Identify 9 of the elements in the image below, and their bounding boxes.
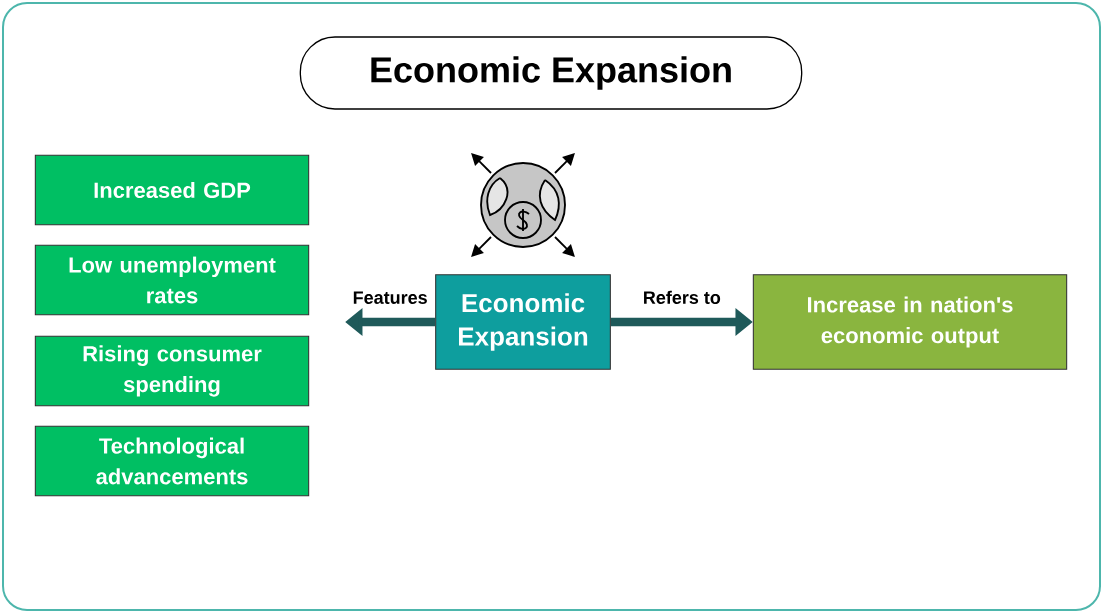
feature-box: Low unemployment rates <box>34 244 310 316</box>
title-pill: Economic Expansion <box>299 36 803 110</box>
edge-label: Features <box>353 291 427 304</box>
definition-box: Increase in nation's economic output <box>752 274 1068 370</box>
feature-box: Rising consumer spending <box>34 335 310 407</box>
topic-box: Economic Expansion <box>435 274 611 370</box>
feature-box: Technological advancements <box>34 425 310 497</box>
edge-label: Refers to <box>644 290 721 304</box>
feature-box: Increased GDP <box>34 154 310 226</box>
